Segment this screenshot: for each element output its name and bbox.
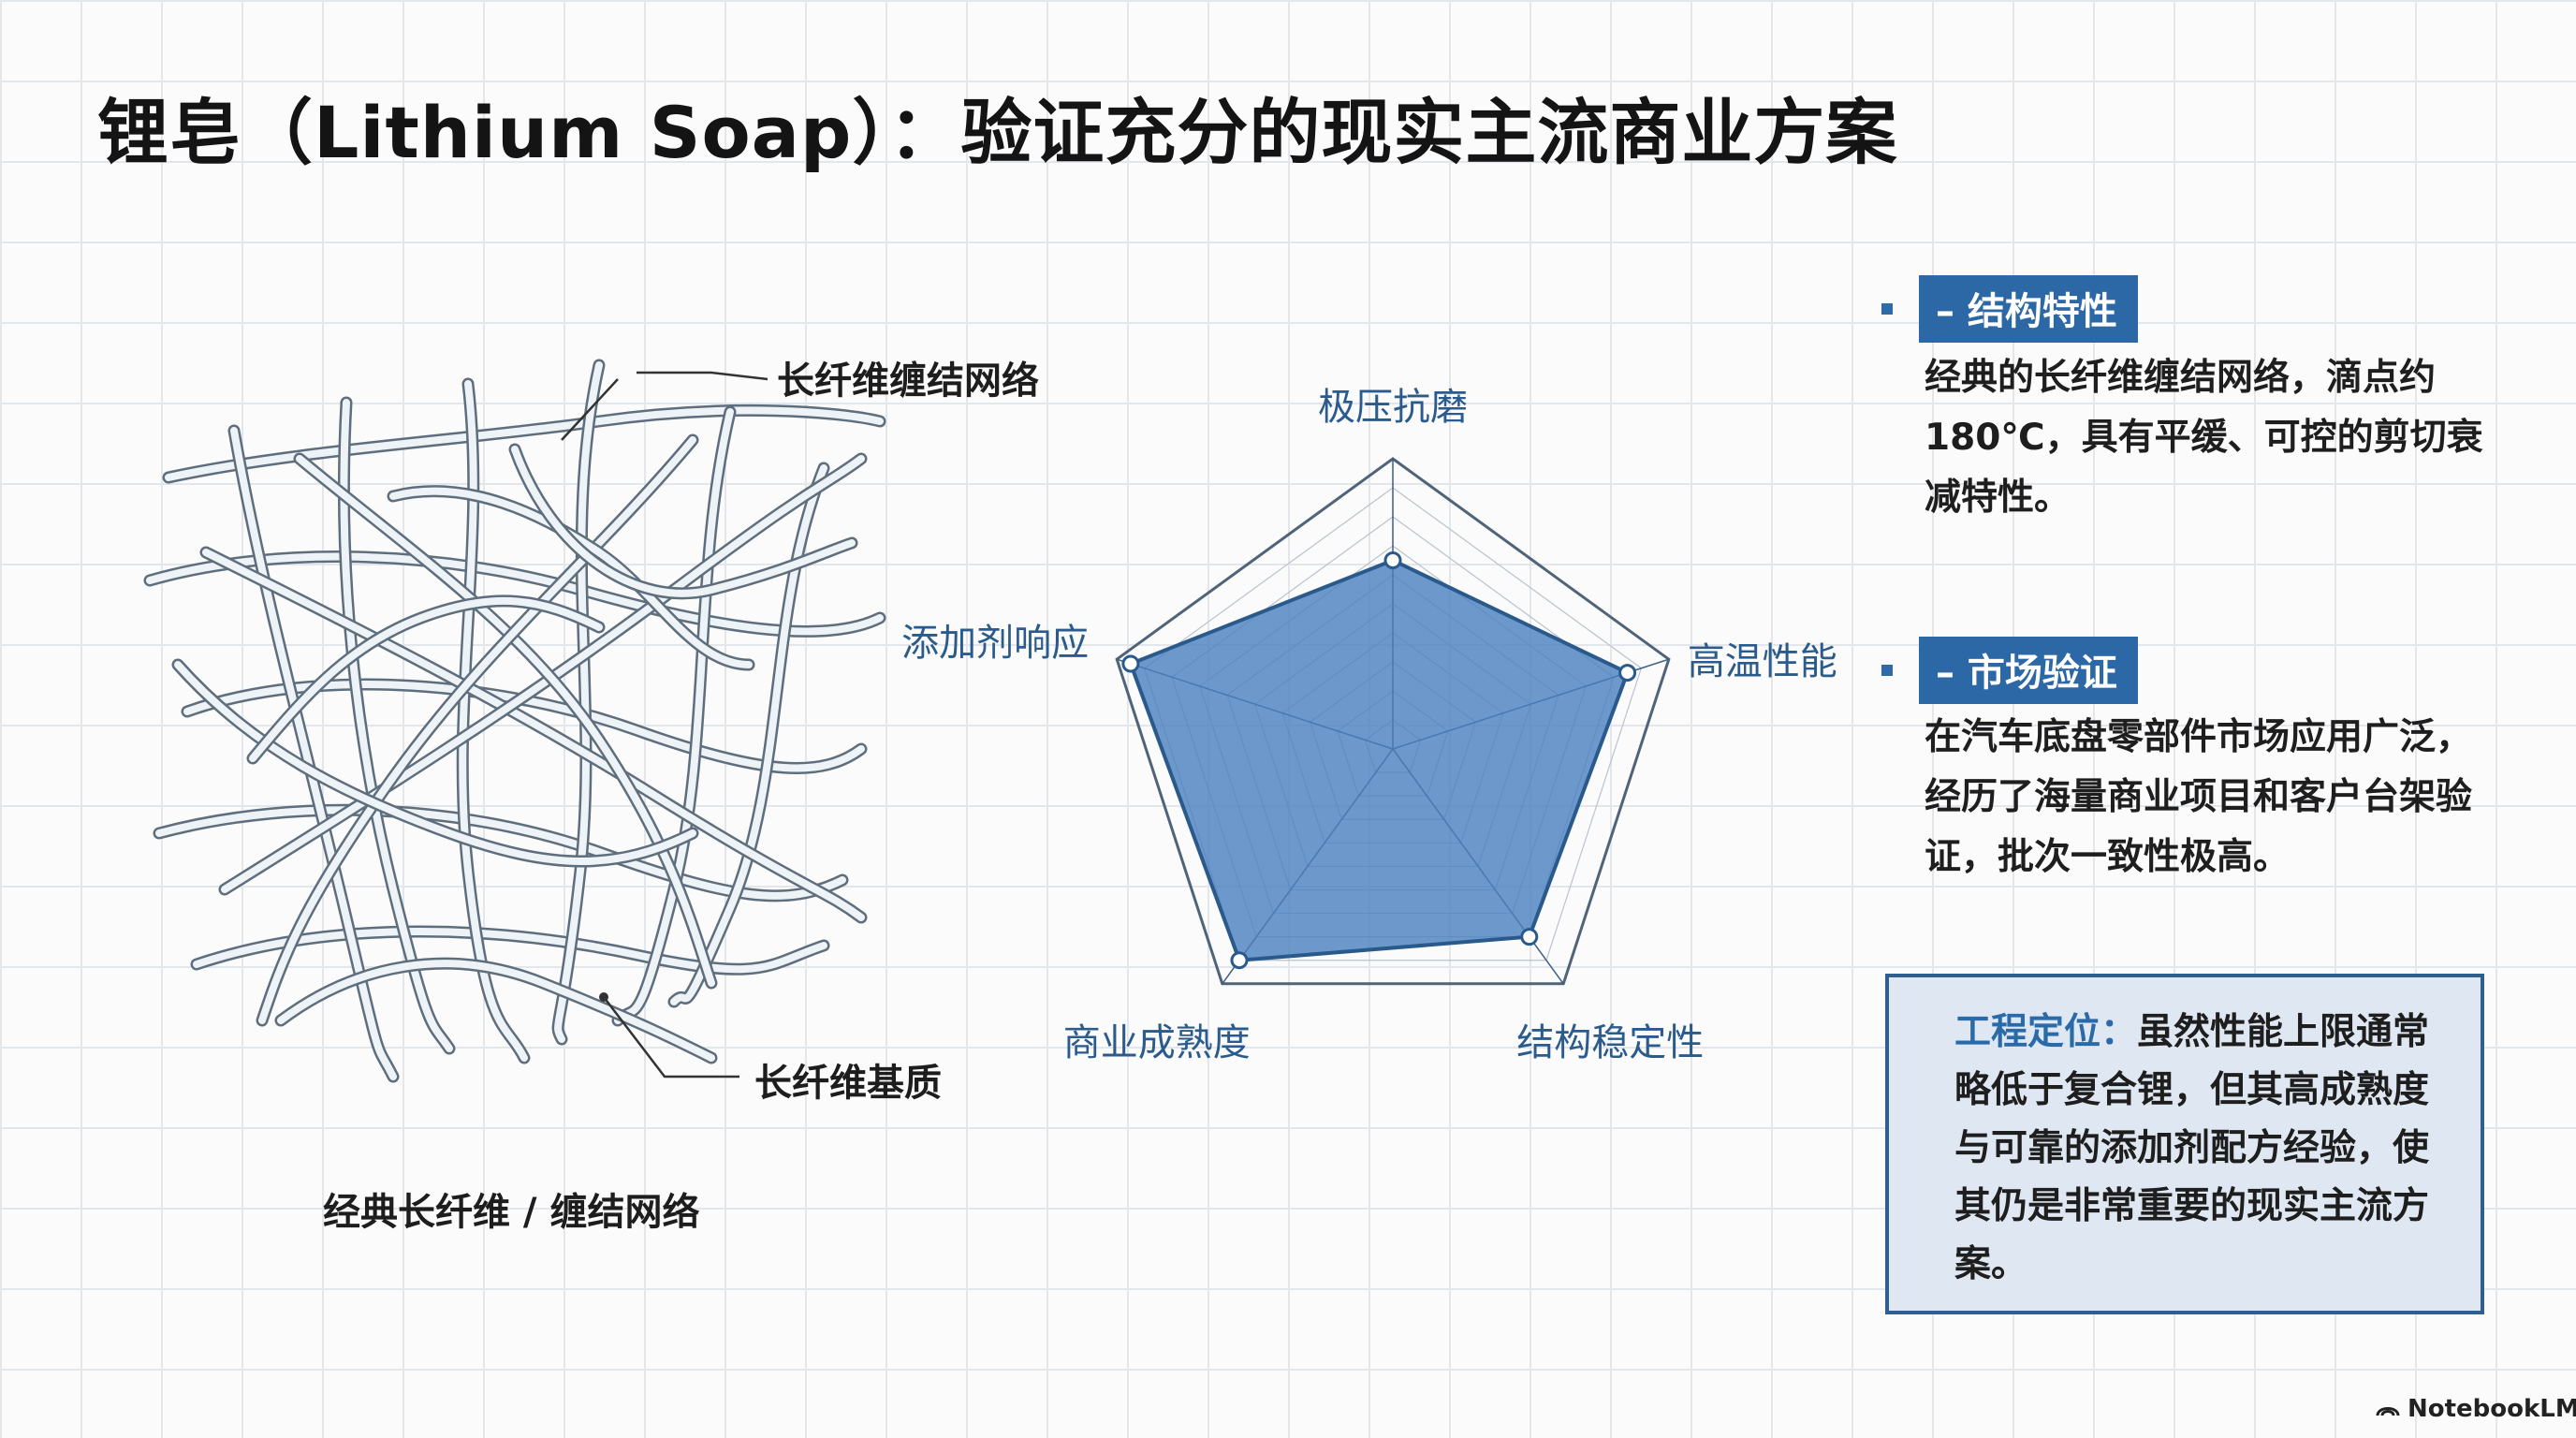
radar-axis-label: 极压抗磨 [1318,386,1468,429]
engineering-callout: 工程定位：虽然性能上限通常略低于复合锂，但其高成熟度与可靠的添加剂配方经验，使其… [1885,974,2484,1314]
section-header-market: – 市场验证 [1881,637,2138,704]
fiber-strand [670,464,827,1005]
label-fiber-network: 长纤维缠结网络 [777,360,1039,403]
section-body-market: 在汽车底盘零部件市场应用广泛，经历了海量商业项目和客户台架验证，批次一致性极高。 [1925,716,2473,878]
fiber-caption: 经典长纤维 / 缠结网络 [323,1191,700,1234]
fiber-strand [174,661,696,865]
callout-text: 虽然性能上限通常略低于复合锂，但其高成熟度与可靠的添加剂配方经验，使其仍是非常重… [1954,1011,2430,1285]
radar-axis-label: 结构稳定性 [1516,1020,1705,1064]
fiber-strand [146,552,884,636]
radar-grid-ring [1115,457,1671,986]
fiber-strand [249,596,603,762]
radar-series-area [1128,558,1631,962]
fiber-strand [221,455,865,893]
tag-market: – 市场验证 [1919,637,2138,704]
fiber-strand [155,806,846,900]
page-title: 锂皂（Lithium Soap）：验证充分的现实主流商业方案 [97,91,1898,174]
radar-data-point [1618,664,1637,682]
leader-line-matrix [603,996,739,1078]
leader-dot-matrix [599,992,608,1002]
section-body-structure: 经典的长纤维缠结网络，滴点约180℃，具有平缓、可控的剪切衰减特性。 [1925,357,2483,519]
fiber-strand [165,406,884,481]
fiber-network-illustration [143,359,886,1083]
radar-axis-label: 商业成熟度 [1062,1020,1251,1064]
fiber-strand [459,380,528,1062]
square-bullet-icon [1881,665,1893,676]
fiber-strand [554,361,603,1043]
radar-grid-ring [1143,487,1643,961]
leader-lines [561,371,768,1078]
fiber-strand [296,455,715,987]
fiber-strand [340,399,453,1052]
leader-line-network [637,371,768,381]
leader-line-network-diag [561,378,619,441]
radar-data-point [1383,551,1402,569]
fiber-strand [389,487,753,668]
radar-data-point [1121,654,1140,673]
fiber-strand [258,436,696,1024]
label-fiber-matrix: 长纤维基质 [754,1062,942,1105]
notebooklm-logo-icon [2376,1407,2400,1416]
radar-series [1121,551,1637,970]
fiber-strand [183,681,865,772]
section-header-structure: – 结构特性 [1881,275,2138,343]
fiber-strand [511,446,856,597]
radar-axis-label: 高温性能 [1687,640,1837,684]
fiber-strands [143,359,886,1083]
callout-label: 工程定位： [1954,1011,2138,1053]
fiber-strand [193,928,827,974]
fiber-strand [202,549,865,921]
tag-structure: – 结构特性 [1919,275,2138,343]
radar-data-point [1230,951,1249,970]
watermark: NotebookLM [2376,1395,2576,1423]
square-bullet-icon [1881,303,1893,315]
radar-chart [1115,457,1671,986]
radar-data-point [1520,928,1539,946]
watermark-text: NotebookLM [2408,1395,2576,1423]
fiber-strand [277,960,715,1062]
radar-axis-label: 添加剂响应 [901,622,1090,666]
